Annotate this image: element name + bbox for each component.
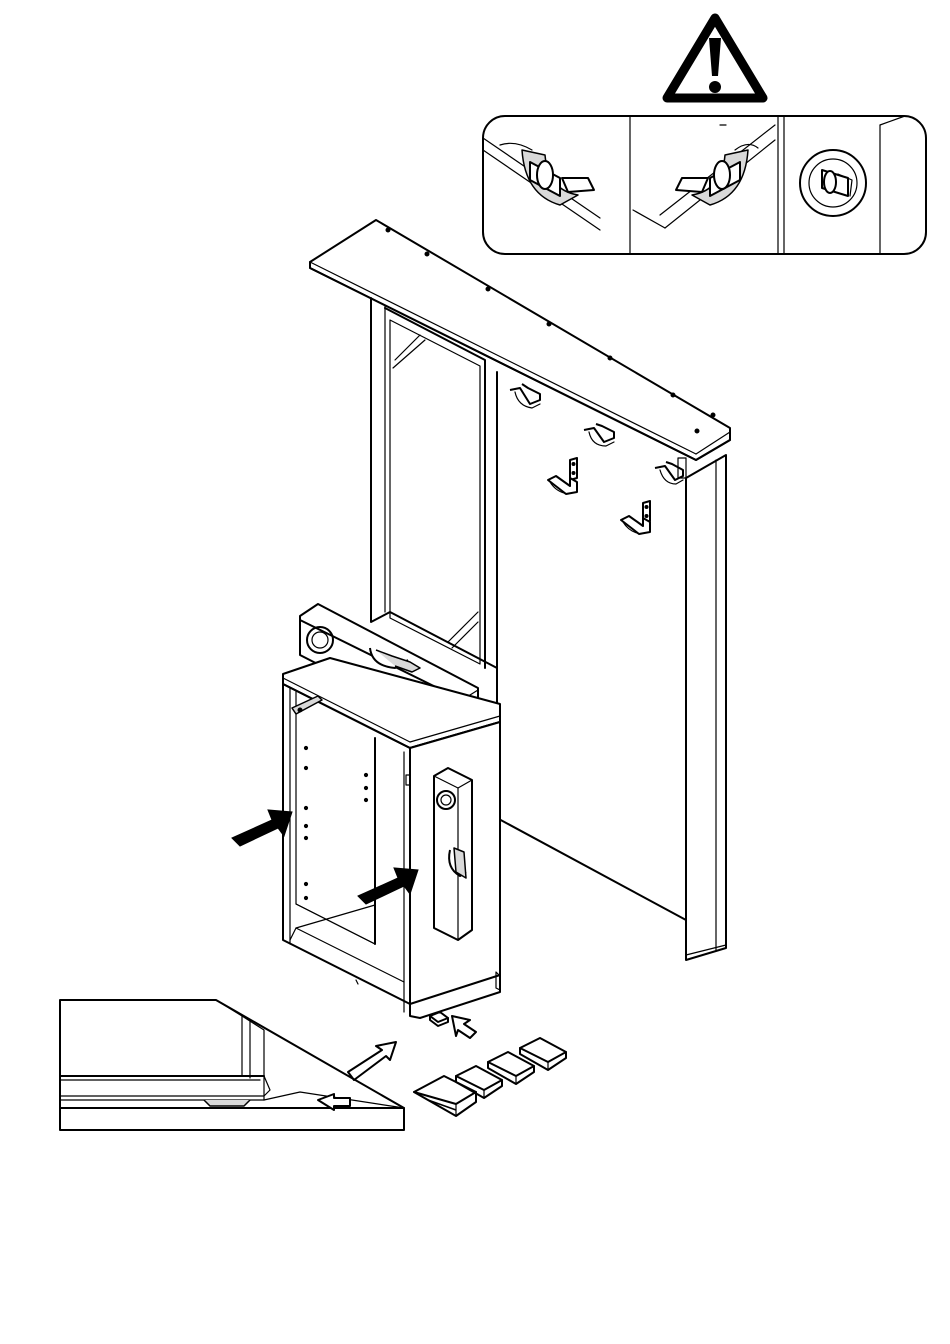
hook-detail-callout xyxy=(483,116,926,254)
coat-hook xyxy=(584,424,614,446)
coat-hook xyxy=(655,458,686,484)
callout-panel-middle xyxy=(633,125,775,228)
insert-arrow xyxy=(452,1016,476,1038)
callout-panel-right xyxy=(800,116,905,254)
felt-pad xyxy=(430,1012,448,1026)
foot-detail-inset xyxy=(60,1000,404,1130)
insert-arrow xyxy=(348,1042,396,1080)
shelf-pin-holes xyxy=(304,746,367,899)
coat-hook xyxy=(548,458,577,494)
coat-back-panel xyxy=(497,372,726,960)
warning-triangle-icon xyxy=(667,18,763,98)
mirror-panel xyxy=(371,298,497,668)
coat-hook xyxy=(621,501,650,534)
lower-cabinet xyxy=(283,658,500,1018)
felt-pad-set xyxy=(414,1038,566,1116)
callout-panel-left xyxy=(483,138,600,230)
top-shelf-board xyxy=(310,220,730,460)
coat-hook xyxy=(510,384,540,408)
